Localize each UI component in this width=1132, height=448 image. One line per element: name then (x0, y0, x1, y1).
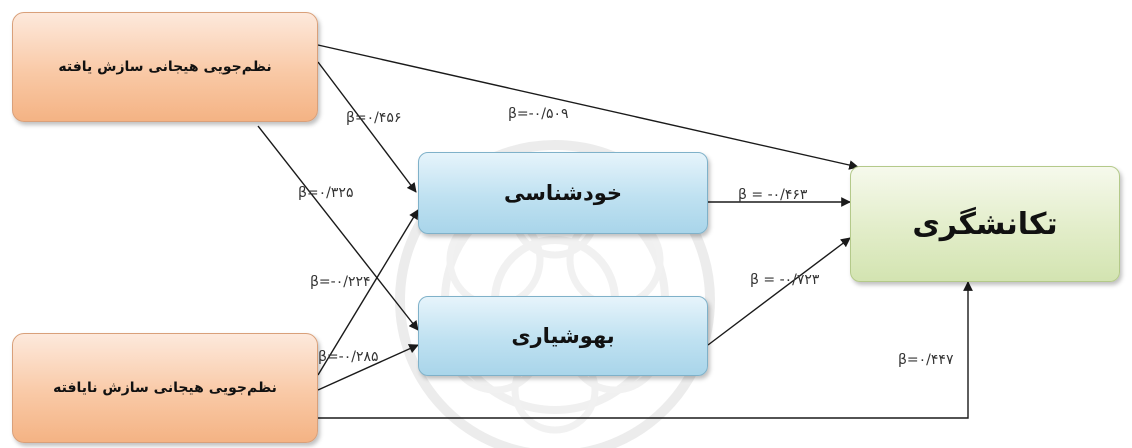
coef-unorganized-to-impulsivity: β=۰/۴۴۷ (898, 352, 954, 368)
edge-unorganized-to-impulsivity (318, 281, 973, 419)
node-self-awareness: خودشناسی (418, 152, 708, 234)
coef-self-awareness-to-impulsivity: β = -۰/۴۶۳ (738, 187, 808, 203)
coef-organized-to-mindfulness: β=۰/۳۲۵ (298, 185, 354, 201)
edge-mindfulness-to-impulsivity (707, 237, 851, 346)
coef-unorganized-to-mindfulness: β=-۰/۲۸۵ (318, 349, 379, 365)
coef-organized-to-impulsivity: β=-۰/۵۰۹ (508, 106, 569, 122)
node-mindfulness: بهوشیاری (418, 296, 708, 376)
node-unorganized-regulation: نظم‌جویی هیجانی سازش نایافته (12, 333, 318, 443)
node-mindfulness-label: بهوشیاری (511, 324, 615, 348)
coef-organized-to-self-awareness: β=۰/۴۵۶ (346, 110, 402, 126)
edge-unorganized-to-self-awareness (317, 209, 419, 376)
node-impulsivity: تکانشگری (850, 166, 1120, 282)
edge-organized-to-impulsivity (317, 44, 859, 170)
coef-unorganized-to-self-awareness: β=-۰/۲۲۴ (310, 274, 371, 290)
node-impulsivity-label: تکانشگری (912, 206, 1058, 242)
coef-mindfulness-to-impulsivity: β = -۰/۷۲۳ (750, 272, 820, 288)
edge-organized-to-mindfulness (257, 125, 419, 331)
node-unorganized-regulation-label: نظم‌جویی هیجانی سازش نایافته (53, 380, 277, 396)
edge-organized-to-self-awareness (317, 61, 417, 193)
edge-unorganized-to-mindfulness (317, 344, 419, 391)
node-organized-regulation: نظم‌جویی هیجانی سازش یافته (12, 12, 318, 122)
node-self-awareness-label: خودشناسی (503, 181, 623, 205)
node-organized-regulation-label: نظم‌جویی هیجانی سازش یافته (58, 59, 272, 75)
